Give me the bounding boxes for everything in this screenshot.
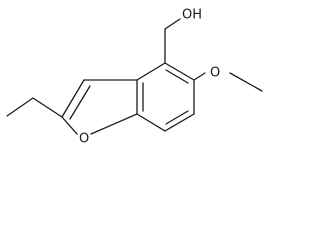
furan-oxygen-label: O xyxy=(79,132,89,147)
bond-methoxy-o-ch3 xyxy=(229,72,263,92)
bond-c4-c5-top xyxy=(164,62,195,81)
bond-ch2-oh xyxy=(164,18,181,30)
bond-c2-ethyl-ch2 xyxy=(32,97,63,118)
bond-c2-o1 xyxy=(61,116,78,135)
benzofuran-structure-diagram: OH O O xyxy=(6,8,263,147)
hydroxyl-label: OH xyxy=(182,8,202,23)
bond-c5-methoxy-o xyxy=(193,72,206,81)
bond-c3-c2 xyxy=(61,79,85,118)
bond-c3-c2-inner xyxy=(69,85,91,120)
bond-c5-c6 xyxy=(164,113,195,132)
bond-c4-c5-top-inner xyxy=(165,69,189,84)
bond-c6-c7 xyxy=(136,113,166,132)
bond-o1-c7a xyxy=(90,113,138,135)
methoxy-oxygen-label: O xyxy=(210,66,220,81)
bond-c5-c6-inner xyxy=(165,110,189,125)
bond-c3a-c4 xyxy=(136,62,166,81)
bond-ethyl-ch2-ch3 xyxy=(6,97,34,117)
